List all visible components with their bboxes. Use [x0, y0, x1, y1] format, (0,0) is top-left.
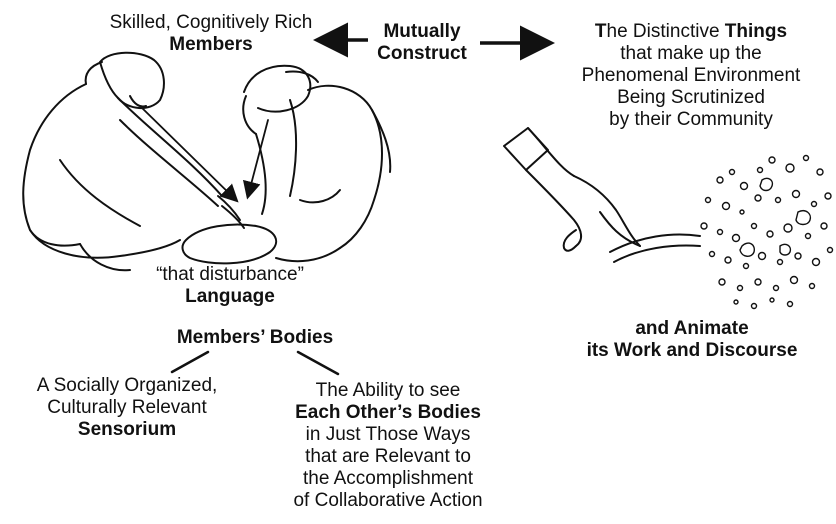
- connector-left: [170, 350, 210, 374]
- crouching-members-illustration: [22, 51, 392, 272]
- members-bodies-title: Members’ Bodies: [176, 327, 334, 348]
- language-label: Language: [185, 286, 275, 307]
- connector-right: [296, 350, 340, 376]
- things-label: The Distinctive Things that make up the …: [556, 21, 826, 131]
- pointing-hand-illustration: [503, 127, 701, 263]
- ability-line6: of Collaborative Action: [293, 490, 483, 511]
- ability-line1: The Ability to see: [315, 380, 461, 401]
- mutually-line1: Mutually: [383, 21, 461, 42]
- disturbance-quote: “that disturbance”: [156, 264, 304, 285]
- things-line5: by their Community: [609, 109, 773, 130]
- things-line1-bold: Things: [724, 21, 788, 42]
- animate-label: and Animate its Work and Discourse: [554, 318, 830, 362]
- things-line2: that make up the: [620, 43, 762, 64]
- sensorium-line2: Culturally Relevant: [47, 397, 207, 418]
- sensorium-label: A Socially Organized, Culturally Relevan…: [2, 375, 252, 441]
- ability-line3: in Just Those Ways: [305, 424, 471, 445]
- specks-field-illustration: [700, 154, 834, 310]
- sensorium-line1: A Socially Organized,: [36, 375, 218, 396]
- things-line1: The Distinctive Things: [556, 21, 826, 43]
- animate-line1: and Animate: [635, 318, 749, 339]
- mutually-line2: Construct: [377, 43, 467, 64]
- ability-label: The Ability to see Each Other’s Bodies i…: [258, 380, 518, 512]
- members-label: Skilled, Cognitively Rich Members: [76, 12, 346, 56]
- things-pre: T: [594, 21, 607, 42]
- members-line2: Members: [169, 34, 253, 55]
- mutually-construct-arrows: [313, 22, 555, 61]
- ability-line5: the Accomplishment: [302, 468, 474, 489]
- things-line4: Being Scrutinized: [617, 87, 765, 108]
- sensorium-line3: Sensorium: [77, 419, 177, 440]
- things-line1-rest: he Distinctive: [606, 21, 725, 42]
- things-line3: Phenomenal Environment: [581, 65, 801, 86]
- bodies-connectors: [170, 350, 340, 376]
- ability-line2: Each Other’s Bodies: [295, 402, 481, 423]
- mutually-construct-label: Mutually Construct: [358, 21, 486, 65]
- ability-line4: that are Relevant to: [305, 446, 471, 467]
- disturbance-label: “that disturbance” Language: [130, 264, 330, 308]
- animate-line2: its Work and Discourse: [586, 340, 798, 361]
- members-line1: Skilled, Cognitively Rich: [109, 12, 313, 33]
